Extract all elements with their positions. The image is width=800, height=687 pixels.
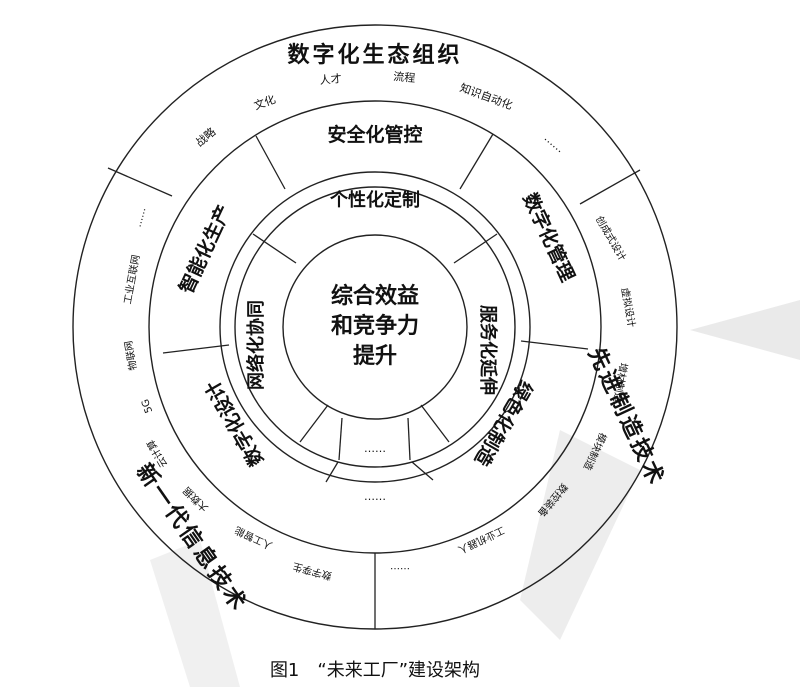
outer-item: 文化 <box>252 92 277 113</box>
figure-caption: 图1 “未来工厂”建设架构 <box>270 660 480 681</box>
middle-divider <box>162 344 230 354</box>
right-item: 虚拟设计 <box>619 287 639 329</box>
outer-divider <box>107 167 173 197</box>
middle-divider <box>520 340 589 350</box>
outer-item: …… <box>542 131 567 155</box>
inner-ring-label: …… <box>364 442 386 455</box>
outer-divider <box>579 169 641 205</box>
right-item: 工业机器人 <box>456 524 507 557</box>
inner-ring-label: 服务化延伸 <box>477 305 499 395</box>
center-circle <box>282 234 468 420</box>
left-item: …… <box>133 206 149 228</box>
middle-ring <box>219 171 531 483</box>
middle-ring-label: …… <box>364 490 386 503</box>
inner-divider <box>420 404 450 443</box>
left-item: 5G <box>140 397 155 414</box>
outer-item: 战略 <box>193 125 219 150</box>
outer-item: 知识自动化 <box>458 80 514 112</box>
inner-divider <box>299 404 329 443</box>
inner-divider <box>453 233 498 264</box>
third-ring <box>234 186 516 468</box>
left-item: 工业互联网 <box>122 254 143 305</box>
center-line-3: 提升 <box>353 343 397 369</box>
outer-title: 数字化生态组织 <box>287 42 462 68</box>
inner-ring-label: 个性化定制 <box>329 189 420 211</box>
inner-divider <box>407 417 411 461</box>
center-line-2: 和竞争力 <box>331 313 419 339</box>
left-item: 物联网 <box>122 340 140 372</box>
middle-ring-label: 安全化管控 <box>327 123 422 146</box>
right-item: 创成式设计 <box>593 213 629 263</box>
outer-item: 流程 <box>393 69 416 85</box>
watermark-logo <box>150 300 800 687</box>
left-item: 人工智能 <box>233 524 275 553</box>
inner-divider <box>252 233 297 264</box>
center-line-1: 综合效益 <box>331 283 419 309</box>
middle-divider <box>325 461 339 483</box>
middle-divider <box>411 461 434 481</box>
middle-ring-label: 数字化管理 <box>518 189 579 285</box>
middle-divider <box>459 133 494 190</box>
inner-ring-label: 网络化协同 <box>245 300 267 390</box>
right-item: …… <box>390 565 410 576</box>
inner-divider <box>338 417 343 461</box>
middle-divider <box>255 135 286 190</box>
outer-item: 人才 <box>319 71 342 87</box>
left-item: 数字孪生 <box>291 560 333 583</box>
